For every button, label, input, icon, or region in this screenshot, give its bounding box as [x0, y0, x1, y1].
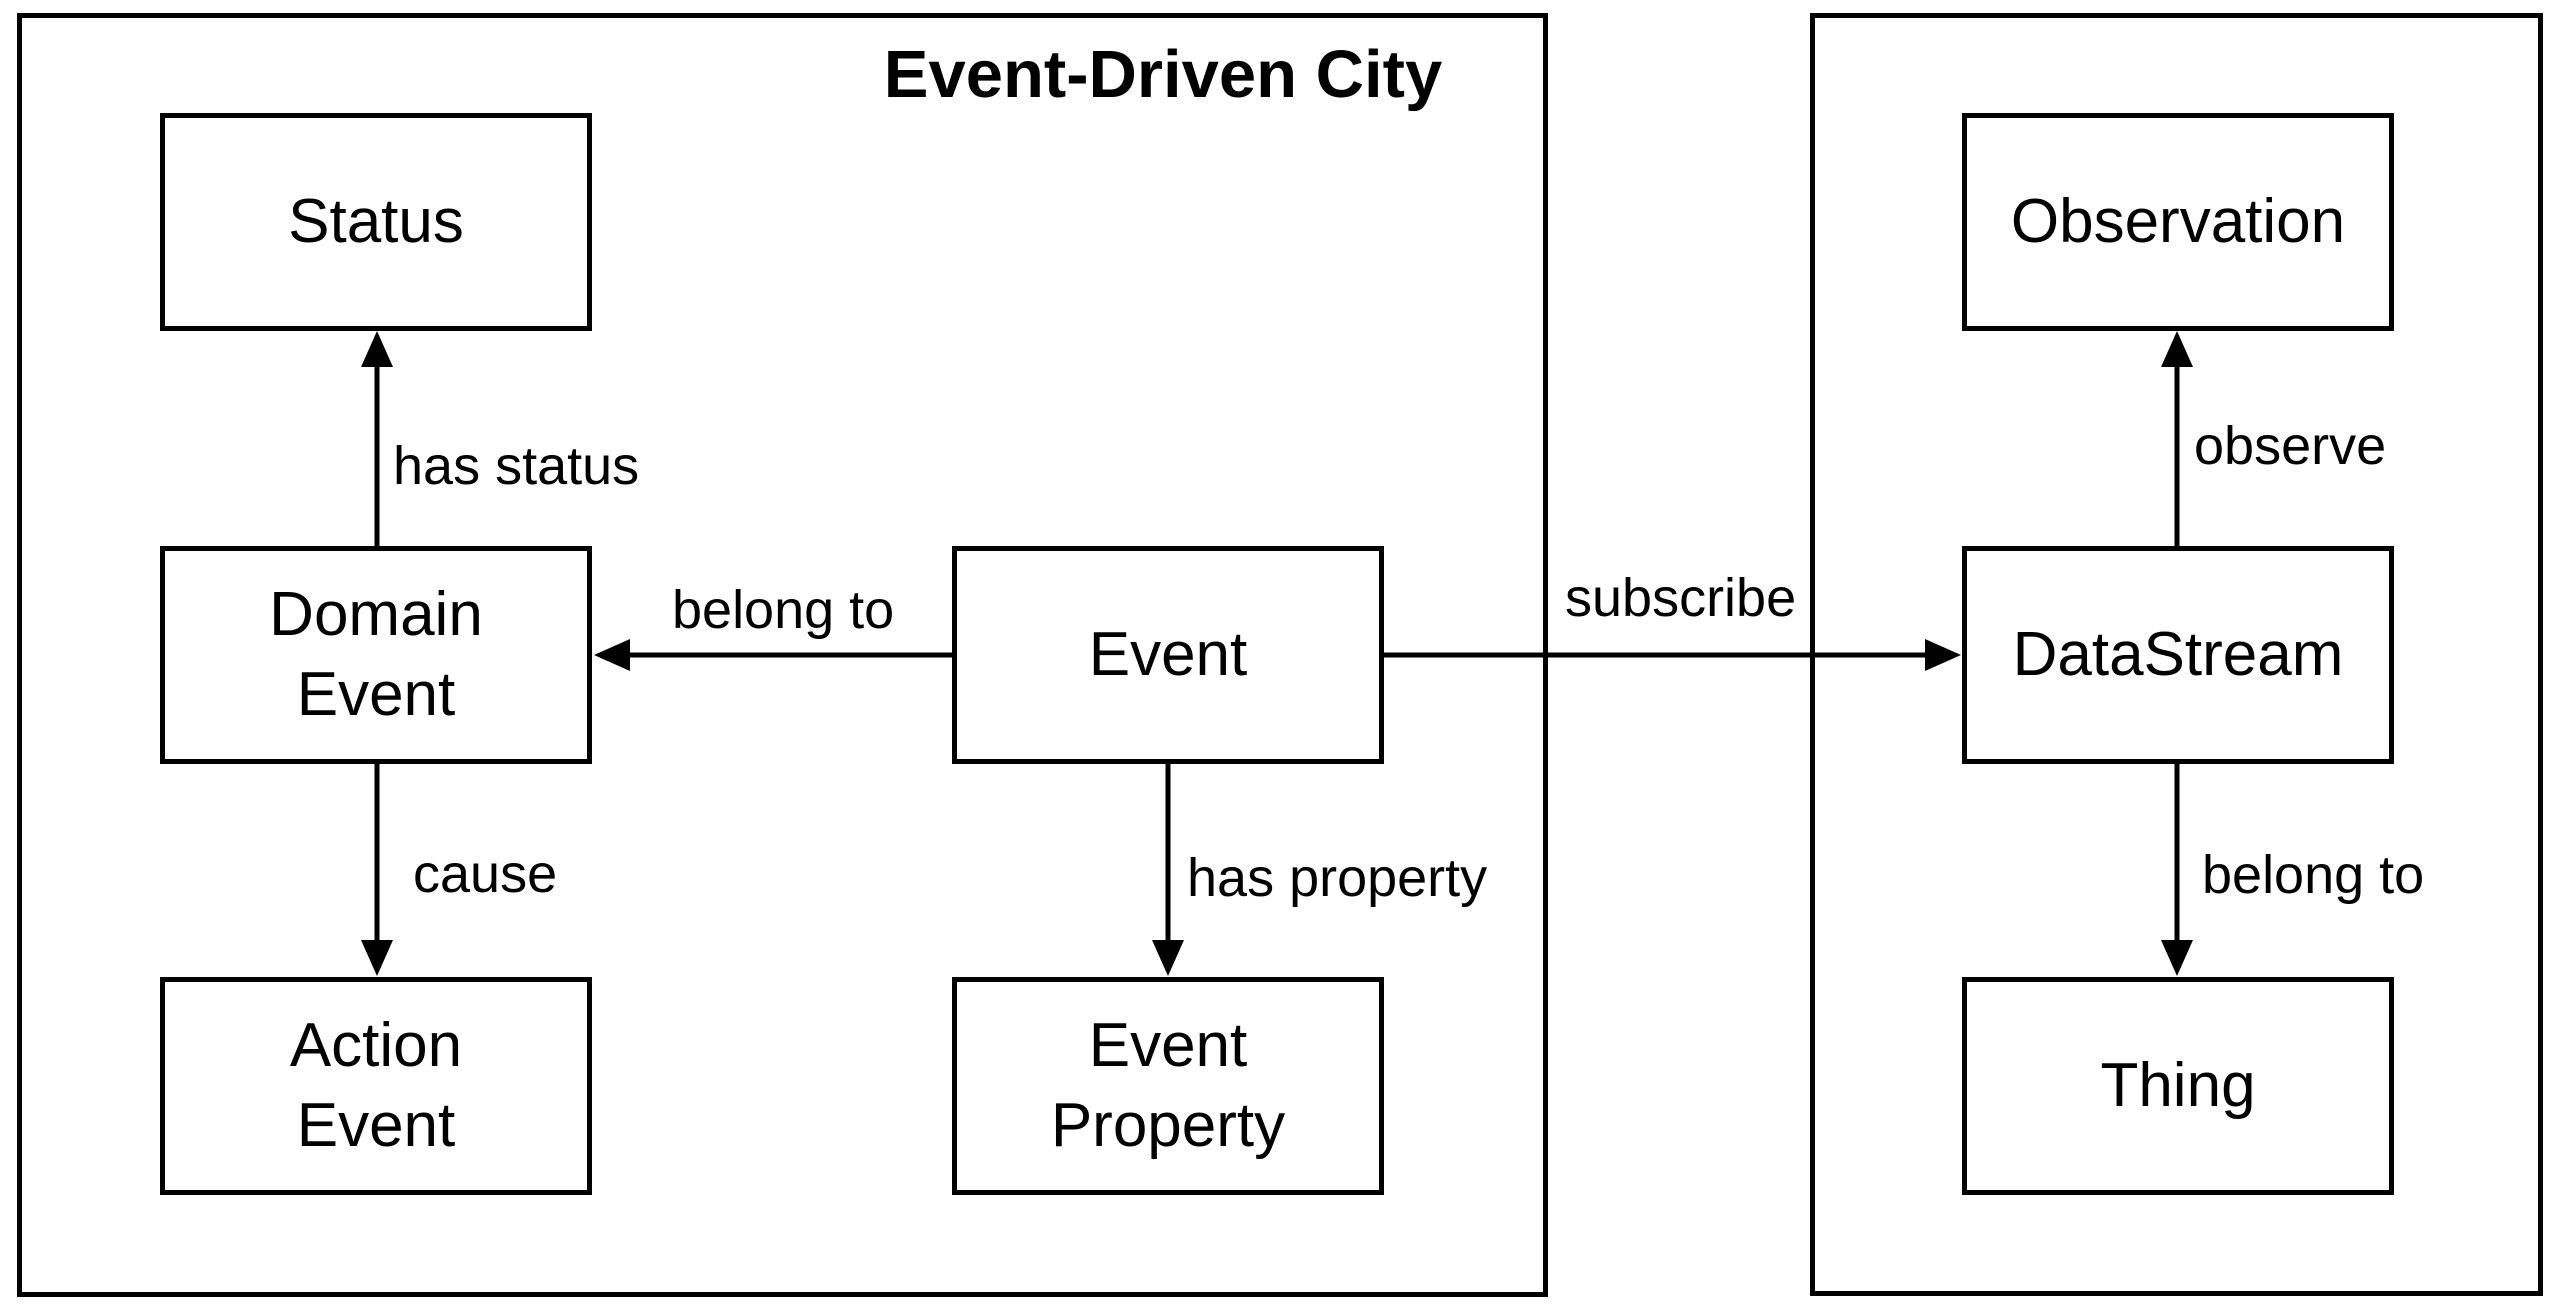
edge-label-has-property: has property — [1187, 848, 1488, 908]
node-event: Event — [952, 546, 1384, 764]
node-action-event: Action Event — [160, 977, 592, 1195]
node-observation: Observation — [1962, 113, 2394, 331]
edge-has-status-arrowhead — [361, 331, 393, 367]
node-action-event-label-line1: Action — [289, 1011, 463, 1080]
node-action-event-label-line2: Event — [296, 1091, 456, 1160]
node-event-property-label-line1: Event — [1088, 1011, 1248, 1080]
node-status: Status — [160, 113, 592, 331]
edge-label-belong-to-left: belong to — [672, 580, 895, 640]
node-datastream-label: DataStream — [2012, 620, 2344, 689]
edge-belong-to-left-arrowhead — [594, 639, 630, 671]
edge-subscribe-arrowhead — [1925, 639, 1961, 671]
node-event-property-label-line2: Property — [1050, 1091, 1286, 1160]
edge-cause-arrowhead — [361, 940, 393, 976]
edge-observe-arrowhead — [2161, 331, 2193, 367]
node-event-label: Event — [1088, 620, 1248, 689]
node-domain-event: Domain Event — [160, 546, 592, 764]
edge-label-has-status: has status — [393, 436, 640, 496]
node-domain-event-label-line1: Domain — [269, 580, 483, 649]
node-thing: Thing — [1962, 977, 2394, 1195]
edge-label-observe: observe — [2194, 416, 2387, 476]
node-domain-event-label-line2: Event — [296, 660, 456, 729]
node-event-property: Event Property — [952, 977, 1384, 1195]
edge-label-belong-to-right: belong to — [2202, 845, 2425, 905]
diagram-title: Event-Driven City — [883, 37, 1443, 112]
edge-label-cause: cause — [413, 844, 558, 904]
node-observation-label: Observation — [2010, 187, 2346, 256]
node-datastream: DataStream — [1962, 546, 2394, 764]
node-thing-label: Thing — [2100, 1051, 2256, 1120]
edge-belong-to-right-arrowhead — [2161, 940, 2193, 976]
edge-label-subscribe: subscribe — [1565, 568, 1797, 628]
node-status-label: Status — [288, 187, 464, 256]
edge-has-property-arrowhead — [1152, 940, 1184, 976]
